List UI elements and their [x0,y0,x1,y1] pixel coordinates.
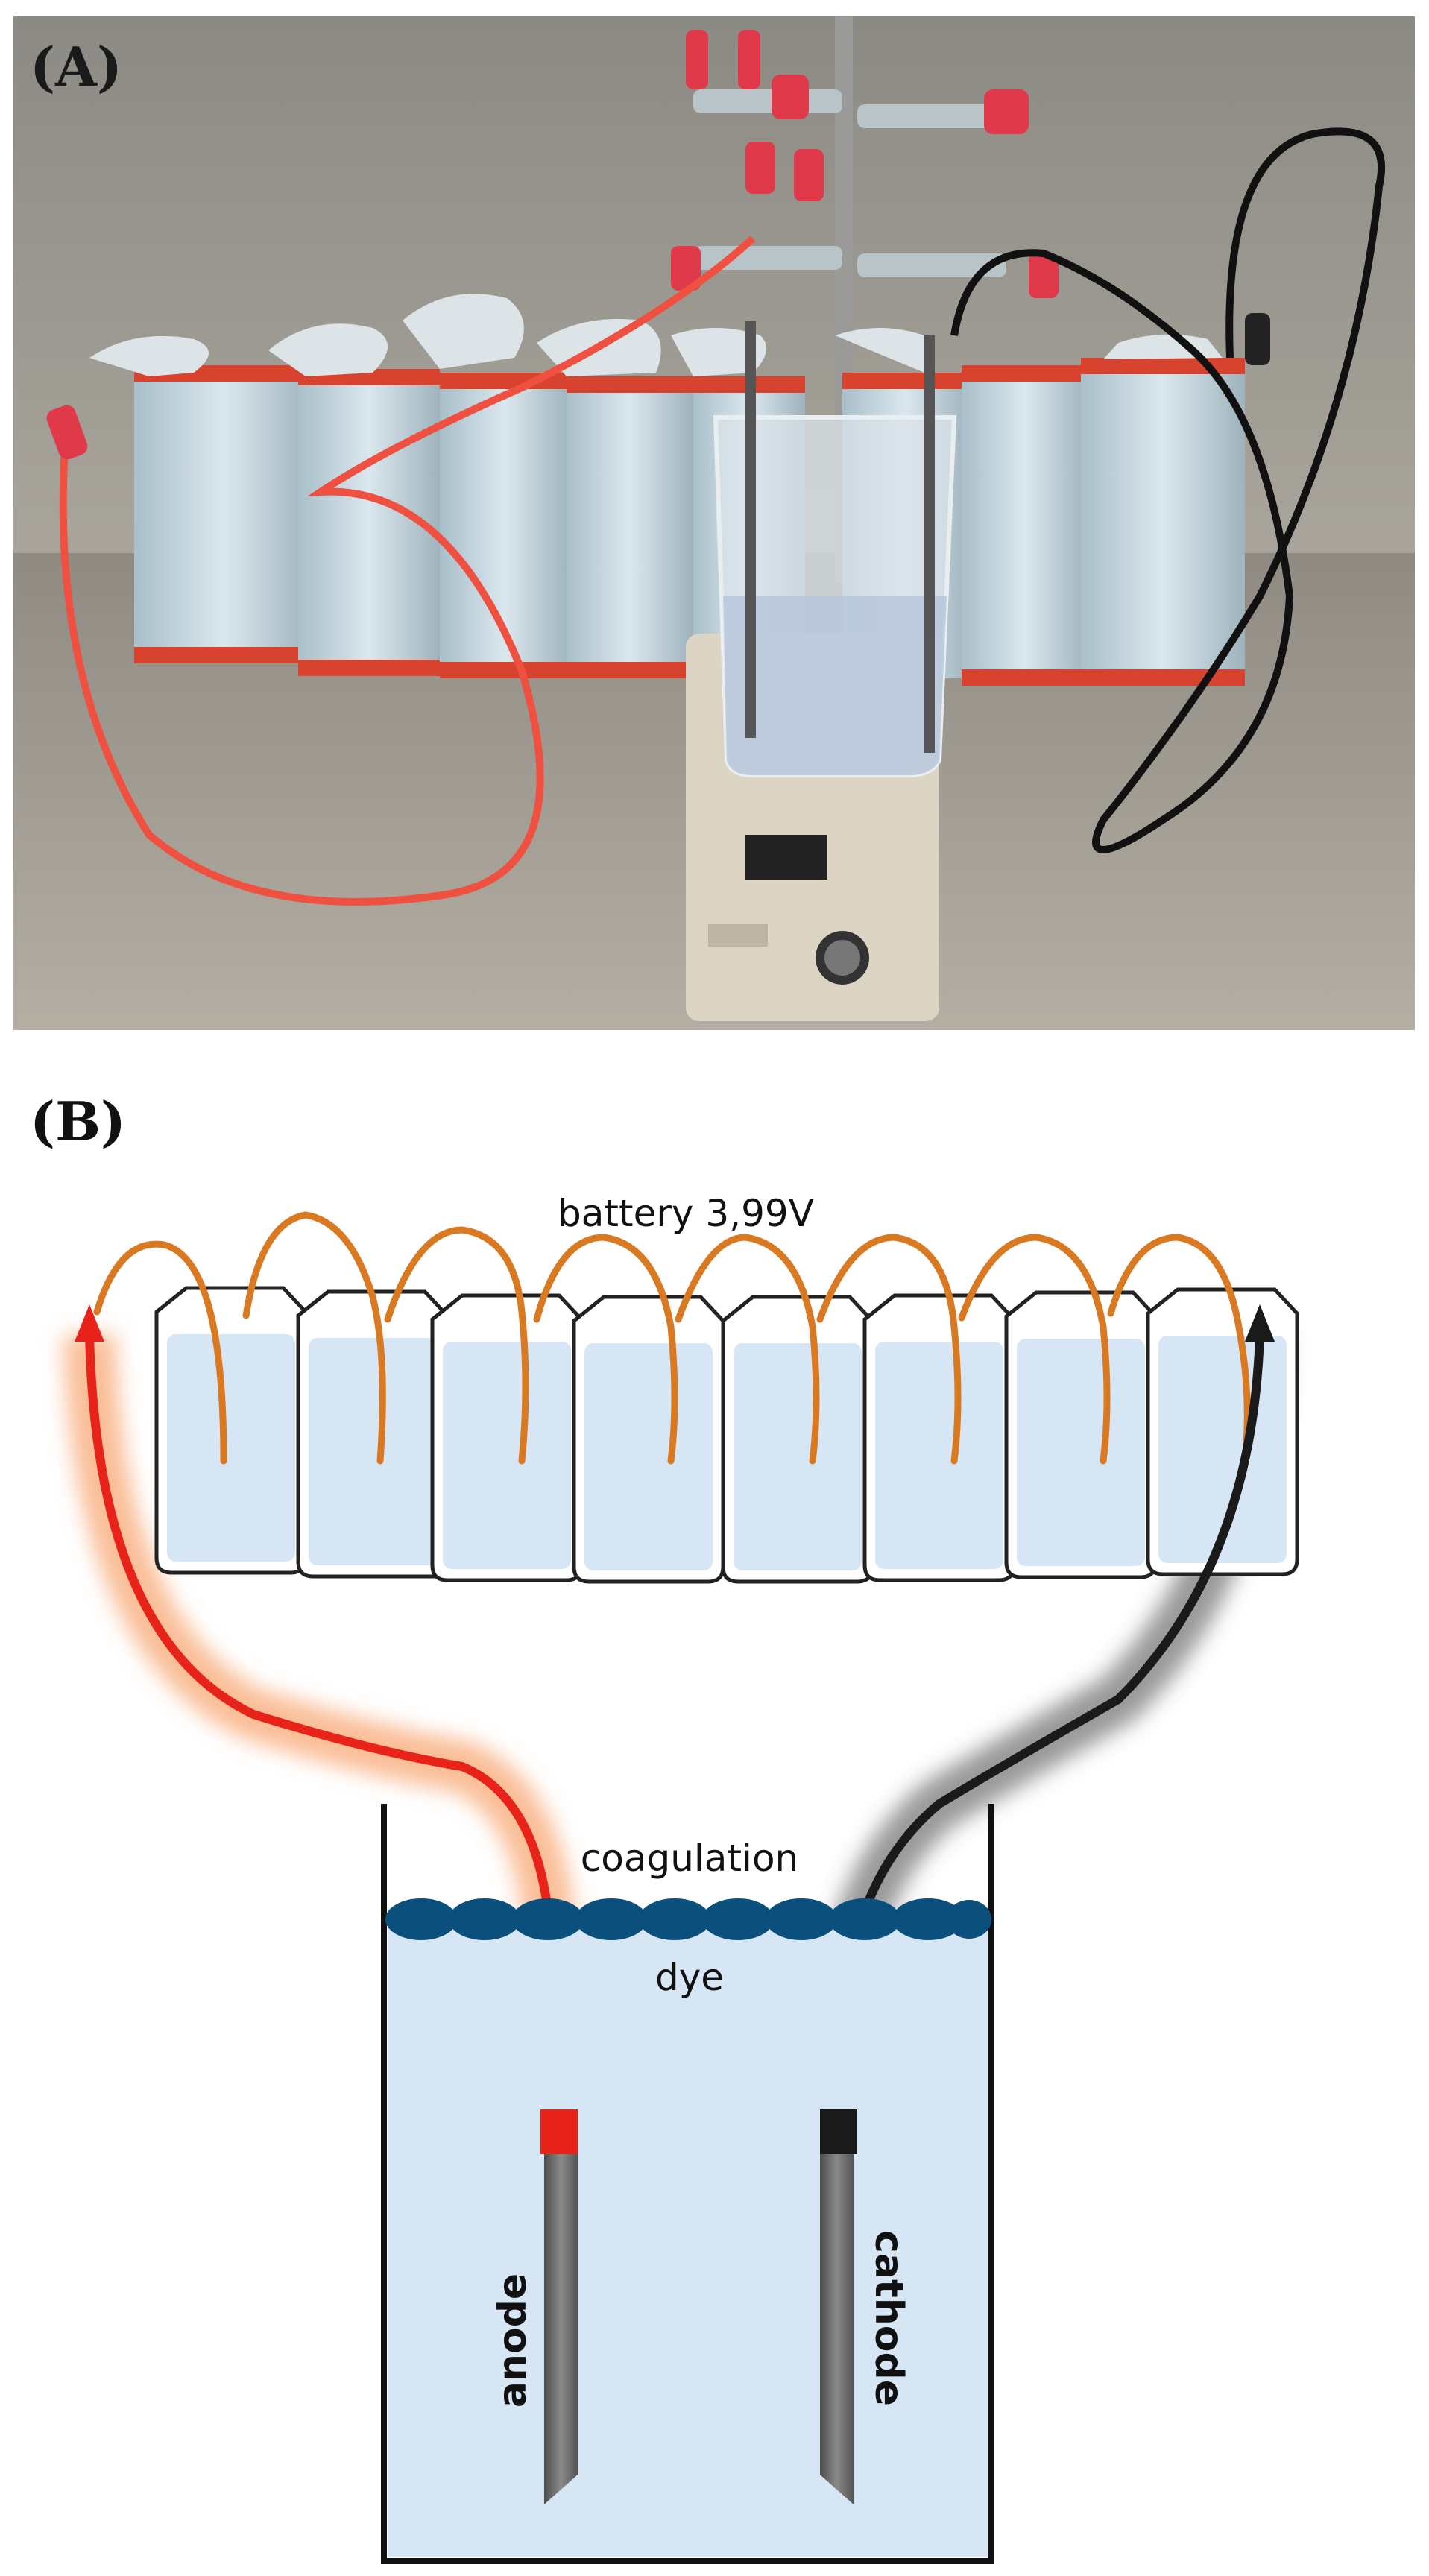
panel-b-label: (B) [30,1090,126,1153]
battery-can [721,1295,874,1584]
battery-cans [154,1286,1299,1584]
panel-a-label: (A) [30,35,122,98]
lab-stand [671,16,1059,583]
coagulation-label: coagulation [581,1837,798,1880]
photo-black-wire [950,127,1386,853]
photo-red-clip [46,405,88,460]
battery-can [1004,1290,1158,1579]
battery-label: battery 3,99V [558,1192,814,1235]
cathode-arrowhead [1245,1304,1275,1342]
photo-black-clip [1245,313,1270,365]
panel-a-photo: (A) [13,16,1415,1030]
anode-electrode [540,2109,578,2504]
dye-label: dye [655,1956,724,1999]
anode-arrowhead [75,1304,104,1342]
tank-liquid [388,1908,988,2557]
copper-wires [93,1211,1251,1465]
panel-b-diagram: (B) battery 3,99V [30,1090,1299,2564]
tank [381,1804,994,2564]
cathode-electrode [820,2109,857,2504]
tank-walls [381,1804,994,2564]
battery-can [296,1289,449,1579]
beaker [713,321,957,777]
cathode-label: cathode [866,2230,911,2406]
photo-red-wire [59,236,756,906]
photo-can [962,365,1088,686]
coagulation-layer [385,1898,991,1940]
battery-can [154,1286,308,1575]
battery-can [430,1293,584,1582]
battery-can [862,1293,1016,1582]
photo-can [89,335,313,663]
battery-can [572,1295,725,1584]
anode-label: anode [490,2273,535,2408]
anode-wire [85,1333,564,2133]
